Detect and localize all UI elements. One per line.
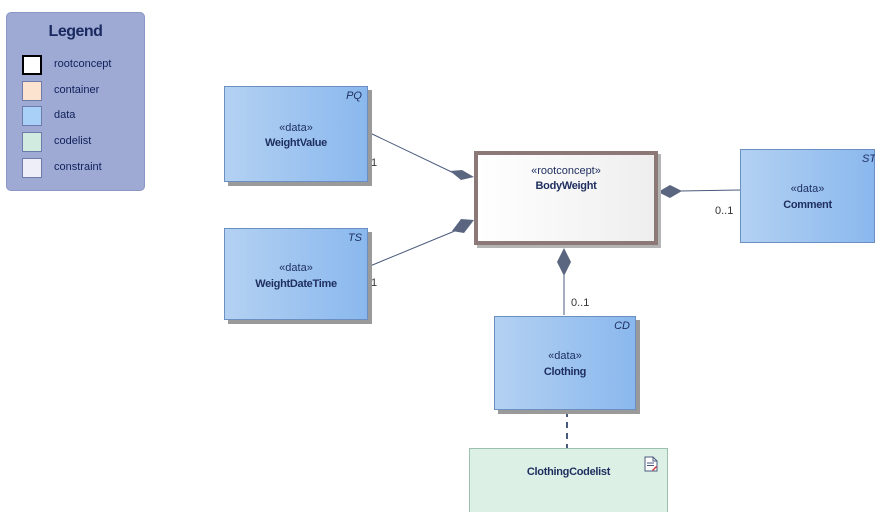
comment-link [679,189,741,192]
legend-label: data [54,109,76,121]
node-name: Comment [783,199,832,211]
clothing-diamond [557,248,571,276]
legend-swatch-constraint [22,158,42,178]
weight-date-time-multiplicity: 1 [371,277,378,289]
node-name: Clothing [543,366,587,378]
node-name: WeightDateTime [255,278,337,290]
node-stereotype: «data» [790,183,825,195]
type-tag: TS [347,232,362,244]
document-icon [644,456,658,472]
weight-date-time-diamond [452,219,474,233]
node-name: ClothingCodelist [526,466,611,478]
legend-swatch-rootconcept [22,55,42,75]
body-weight-node[interactable]: «rootconcept» BodyWeight [474,151,658,245]
node-name: BodyWeight [535,180,597,192]
comment-multiplicity: 0..1 [715,205,734,217]
legend-swatch-container [22,81,42,101]
weight-value-node[interactable]: PQ «data» WeightValue [224,86,368,182]
clothing-multiplicity: 0..1 [571,297,590,309]
legend-label: constraint [54,161,102,173]
weight-value-link [369,132,461,177]
legend-swatch-codelist [22,132,42,152]
legend-label: codelist [54,135,92,147]
type-tag: CD [614,320,630,332]
weight-value-diamond [450,170,474,180]
weight-date-time-node[interactable]: TS «data» WeightDateTime [224,228,368,320]
node-stereotype: «data» [548,350,582,362]
clothing-node[interactable]: CD «data» Clothing [494,316,636,410]
node-stereotype: «data» [279,122,313,134]
legend-title: Legend [48,23,103,40]
comment-diamond [658,185,682,198]
legend-swatch-data [22,106,42,126]
legend-label: container [54,84,100,96]
weight-date-time-link [369,227,463,267]
type-tag: ST [861,153,875,165]
clothing-codelist-node[interactable]: ClothingCodelist [469,448,668,512]
node-stereotype: «data» [279,262,313,274]
comment-node[interactable]: ST «data» Comment [740,149,875,243]
node-stereotype: «rootconcept» [531,165,601,177]
legend-panel: Legend rootconcept container data codeli… [6,12,145,191]
node-name: WeightValue [265,137,327,149]
weight-value-multiplicity: 1 [371,157,378,169]
legend-label: rootconcept [54,58,112,70]
type-tag: PQ [346,90,362,102]
